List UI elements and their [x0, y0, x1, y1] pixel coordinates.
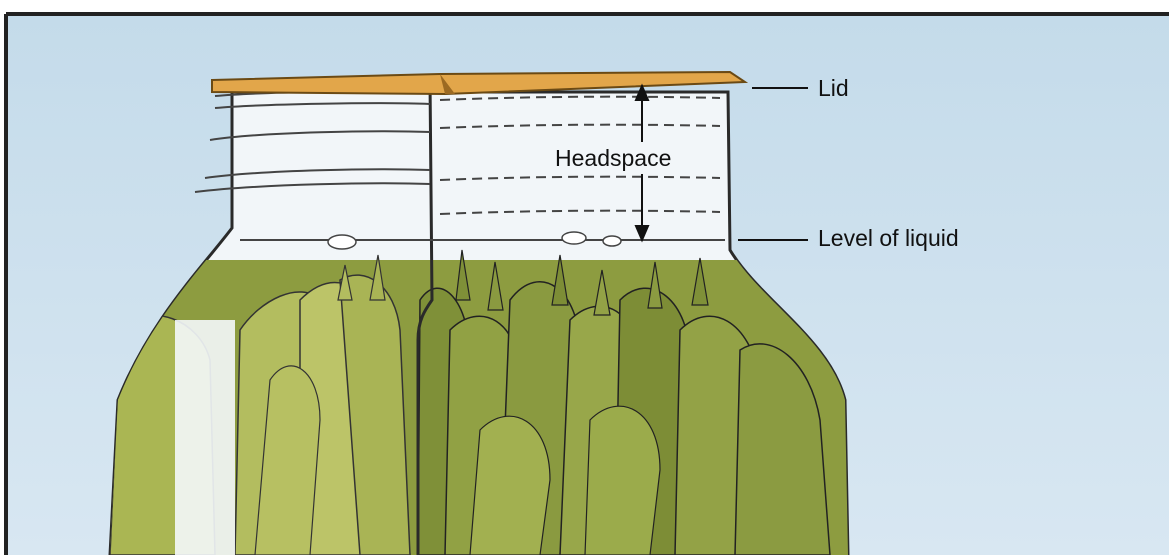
- liquid-level-label: Level of liquid: [818, 225, 959, 251]
- air-bubble: [603, 236, 621, 246]
- air-bubble: [562, 232, 586, 244]
- green-beans: [100, 250, 860, 555]
- lid-label: Lid: [818, 75, 849, 101]
- air-bubble: [328, 235, 356, 249]
- headspace-label: Headspace: [555, 145, 671, 171]
